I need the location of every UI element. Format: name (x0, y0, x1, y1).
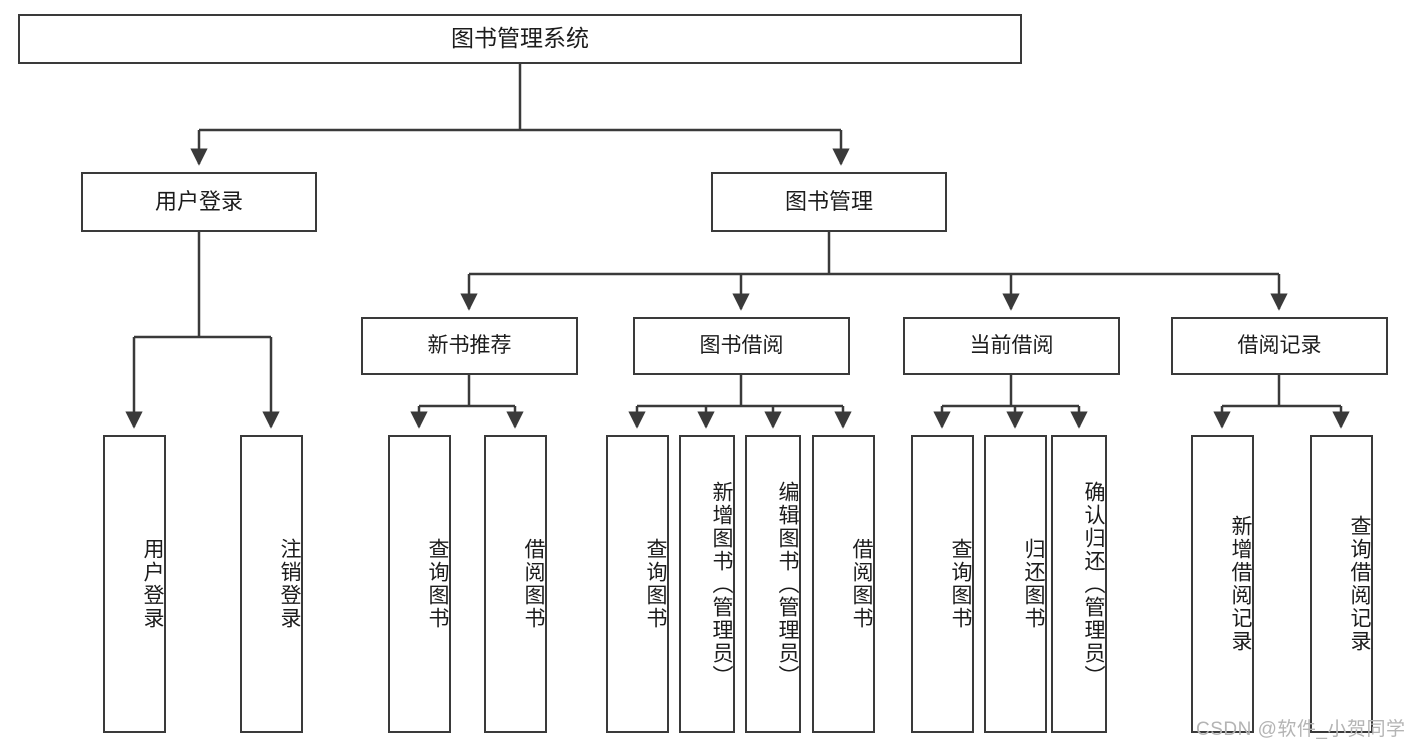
node-label: 借阅图书 (850, 538, 873, 630)
leaf-query-book-current[interactable]: 查询图书 (911, 435, 974, 733)
leaf-query-book-newbook[interactable]: 查询图书 (388, 435, 451, 733)
csdn-watermark: CSDN @软件_小贺同学 (1196, 719, 1405, 740)
node-label: 图书管理 (784, 189, 873, 215)
node-label: 借阅图书 (522, 538, 545, 630)
node-current-borrowing[interactable]: 当前借阅 (903, 317, 1120, 375)
leaf-logout-login[interactable]: 注销登录 (240, 435, 303, 733)
node-label: 查询图书 (426, 538, 449, 630)
leaf-add-book-admin[interactable]: 新增图书（管理员） (679, 435, 735, 733)
node-label: 新增图书（管理员） (710, 480, 733, 688)
leaf-query-borrow-record[interactable]: 查询借阅记录 (1310, 435, 1373, 733)
node-label: 用户登录 (141, 538, 164, 630)
node-label: 用户登录 (154, 189, 243, 215)
leaf-borrow-book[interactable]: 借阅图书 (812, 435, 875, 733)
node-label: 查询借阅记录 (1348, 515, 1371, 653)
node-user-login[interactable]: 用户登录 (81, 172, 317, 232)
node-label: 借阅记录 (1237, 333, 1322, 357)
leaf-add-borrow-record[interactable]: 新增借阅记录 (1191, 435, 1254, 733)
leaf-query-book-borrow[interactable]: 查询图书 (606, 435, 669, 733)
node-label: 图书借阅 (699, 333, 784, 357)
leaf-borrow-book-newbook[interactable]: 借阅图书 (484, 435, 547, 733)
node-label: 确认归还（管理员） (1082, 480, 1105, 688)
node-label: 注销登录 (278, 538, 301, 630)
node-book-management[interactable]: 图书管理 (711, 172, 947, 232)
leaf-return-book[interactable]: 归还图书 (984, 435, 1047, 733)
leaf-edit-book-admin[interactable]: 编辑图书（管理员） (745, 435, 801, 733)
leaf-user-login[interactable]: 用户登录 (103, 435, 166, 733)
node-borrowing-record[interactable]: 借阅记录 (1171, 317, 1388, 375)
node-root-book-management-system[interactable]: 图书管理系统 (18, 14, 1022, 64)
node-label: 归还图书 (1022, 538, 1045, 630)
leaf-confirm-return-admin[interactable]: 确认归还（管理员） (1051, 435, 1107, 733)
node-book-borrowing[interactable]: 图书借阅 (633, 317, 850, 375)
node-label: 查询图书 (644, 538, 667, 630)
node-label: 图书管理系统 (451, 25, 589, 52)
node-label: 编辑图书（管理员） (776, 480, 799, 688)
node-label: 查询图书 (949, 538, 972, 630)
node-label: 新书推荐 (427, 333, 512, 357)
node-label: 新增借阅记录 (1229, 515, 1252, 653)
node-new-book-recommendation[interactable]: 新书推荐 (361, 317, 578, 375)
node-label: 当前借阅 (969, 333, 1054, 357)
